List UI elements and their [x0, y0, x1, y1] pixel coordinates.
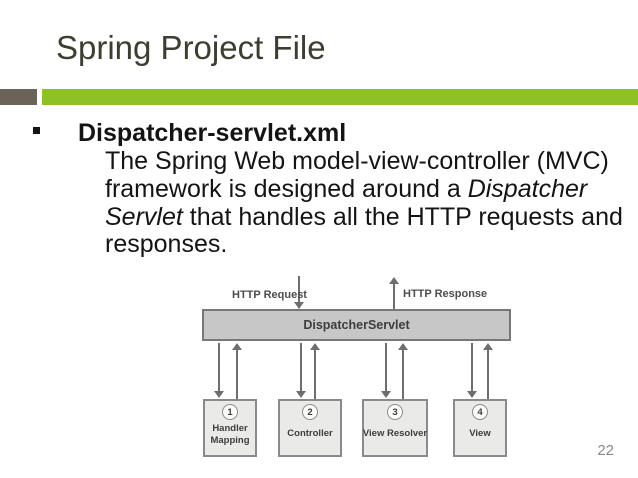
bullet-heading: Dispatcher-servlet.xml	[78, 119, 347, 147]
connector-up-arrowhead-icon	[398, 343, 408, 350]
bullet-body: The Spring Web model-view-controller (MV…	[105, 147, 635, 259]
accent-bar	[42, 89, 638, 105]
connector-up-line	[402, 350, 404, 399]
component-label-line: Handler	[212, 423, 248, 434]
slide-title: Spring Project File	[56, 29, 326, 66]
http-request-arrowhead-icon	[294, 302, 304, 309]
connector-up-line	[314, 350, 316, 399]
connector-down-arrowhead-icon	[381, 391, 391, 398]
component-box-view-resolver: 3 View Resolver	[362, 399, 428, 457]
connector-down-line	[385, 343, 387, 392]
connector-up-arrowhead-icon	[310, 343, 320, 350]
http-response-label: HTTP Response	[403, 288, 488, 300]
component-box-view: 4 View	[453, 399, 507, 457]
http-response-arrow-line	[393, 283, 395, 310]
http-request-label: HTTP Request	[232, 289, 307, 301]
body-segment: The Spring Web model-view-controller (MV…	[105, 147, 609, 203]
body-segment-italic: Dispatcher Servlet	[105, 174, 588, 231]
connector-down-line	[471, 343, 473, 392]
connector-up-arrowhead-icon	[232, 343, 242, 350]
connector-down-line	[300, 343, 302, 392]
component-number-badge: 4	[472, 404, 488, 420]
component-label: Handler Mapping	[210, 423, 249, 446]
accent-block	[0, 89, 37, 105]
http-request-arrow-line	[298, 276, 300, 304]
connector-up-line	[236, 350, 238, 399]
page-number: 22	[597, 442, 614, 459]
connector-down-arrowhead-icon	[296, 391, 306, 398]
component-number-badge: 2	[302, 404, 318, 420]
http-response-arrowhead-icon	[389, 277, 399, 284]
component-label: View Resolver	[362, 428, 428, 439]
component-label: Controller	[287, 428, 333, 439]
component-label-line: Mapping	[210, 434, 250, 446]
connector-down-line	[218, 343, 220, 392]
component-box-controller: 2 Controller	[278, 399, 342, 457]
connector-down-arrowhead-icon	[467, 391, 477, 398]
component-number-badge: 1	[222, 404, 238, 420]
component-box-handler-mapping: 1 Handler Mapping	[203, 399, 257, 457]
dispatcher-servlet-label: DispatcherServlet	[303, 318, 410, 332]
connector-up-arrowhead-icon	[483, 343, 493, 350]
connector-up-line	[487, 350, 489, 399]
body-segment: that handles all the HTTP requests and r…	[105, 202, 623, 259]
bullet-square-icon	[33, 127, 40, 134]
dispatcher-servlet-box: DispatcherServlet	[202, 309, 511, 341]
component-label: View	[469, 428, 491, 439]
connector-down-arrowhead-icon	[214, 391, 224, 398]
component-number-badge: 3	[387, 404, 403, 420]
